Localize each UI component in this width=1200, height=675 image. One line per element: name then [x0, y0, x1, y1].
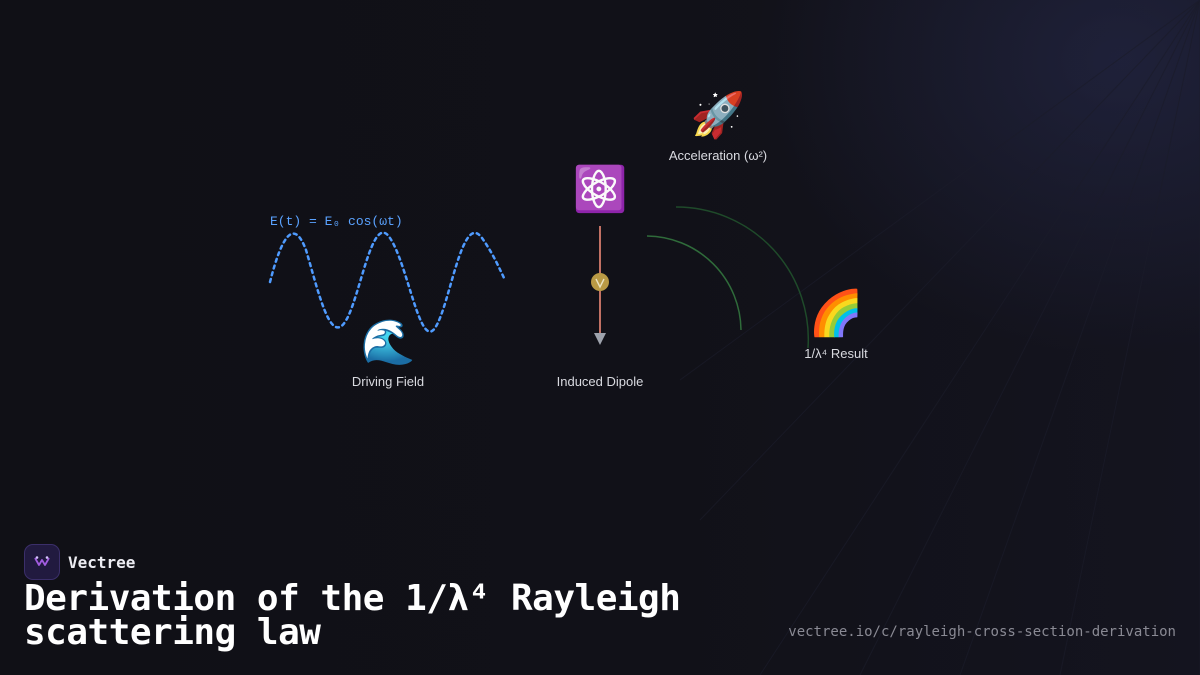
driving-field-label: Driving Field: [351, 374, 425, 389]
page-url[interactable]: vectree.io/c/rayleigh-cross-section-deri…: [788, 624, 1176, 640]
page-title: Derivation of the 1/λ⁴ Rayleigh scatteri…: [24, 578, 681, 653]
driving-field-wave: [268, 231, 507, 333]
vectree-logo-icon: [24, 544, 60, 580]
dipole-charge: [591, 273, 609, 291]
induced-dipole-label: Induced Dipole: [556, 374, 644, 389]
dipole-arrowhead: [594, 333, 606, 345]
brand-name: Vectree: [68, 552, 136, 572]
driving-field-formula: E(t) = E₀ cos(ωt): [270, 214, 403, 229]
acceleration-label: Acceleration (ω²): [668, 148, 768, 163]
radiation-arc-inner: [646, 235, 742, 331]
rainbow-icon: 🌈: [808, 289, 864, 338]
brand[interactable]: Vectree: [24, 544, 135, 580]
wave-icon: 🌊: [360, 318, 416, 367]
atom-icon: ⚛️: [572, 165, 628, 214]
charge-arrow-icon: [595, 278, 605, 289]
rocket-icon: 🚀: [690, 91, 746, 140]
radiation-arc-outer: [675, 206, 810, 349]
result-label: 1/λ⁴ Result: [804, 346, 868, 361]
